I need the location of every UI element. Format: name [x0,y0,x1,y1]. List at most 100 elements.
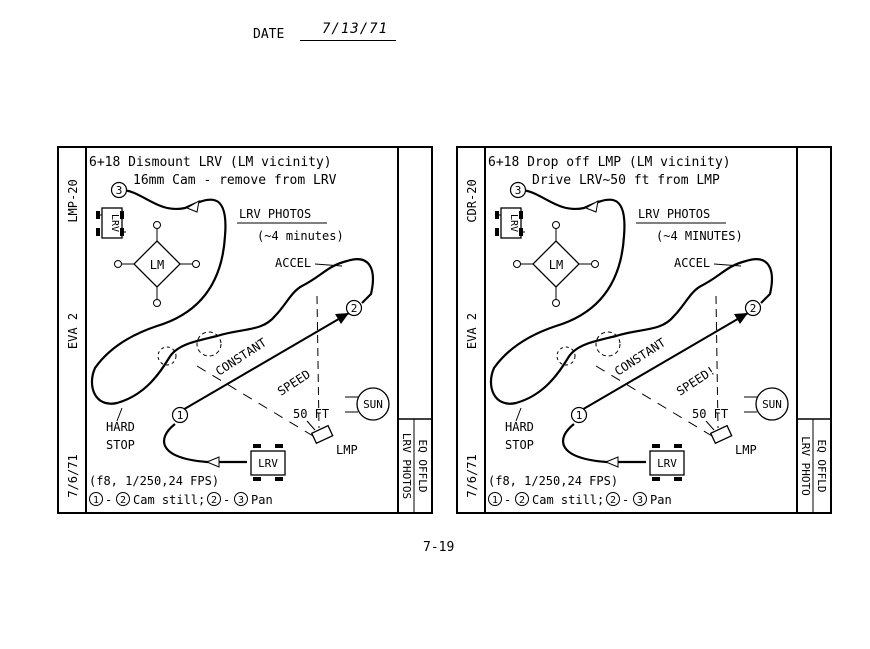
lrv-icon-label: LRV [109,214,120,232]
sequence-number: 2 [211,495,217,506]
lrv-icon-label: LRV [508,214,519,232]
lm-footpad [513,260,521,268]
dashed-marker [556,346,576,366]
lm-footpad [591,260,599,268]
sequence-number-circle [488,492,502,506]
date-value: 7/13/71 [322,21,389,37]
lm-label: LM [150,258,164,272]
hard-stop-label: HARD [106,420,135,434]
revision-date: 7/6/71 [465,454,479,497]
side-tab-eq-offld: EQ OFFLD [416,440,429,493]
constant-speed-line [579,312,749,412]
sequence-text: Pan [251,493,273,507]
sight-line [595,365,713,437]
point-1: 1 [177,409,184,422]
lm-footpad [552,299,560,307]
duration-label: (~4 minutes) [257,229,344,243]
arrow-icon [734,313,748,324]
diagram-heading: LRV PHOTOS [638,207,710,221]
sequence-number: 2 [120,495,126,506]
lrv-wheel [275,477,283,481]
lrv-wheel [674,444,682,448]
camera-settings: (f8, 1/250,24 FPS) [488,474,618,488]
sequence-number: 1 [93,495,99,506]
sight-line [715,295,719,429]
lrv-track-start [561,423,646,464]
lrv-wheel [275,444,283,448]
lm-icon: LM [114,221,200,307]
lrv-track-loop [489,188,774,405]
lrv-track-start [162,423,247,464]
lrv-wheel [253,444,261,448]
lmp-label: LMP [336,443,358,457]
lm-footpad [552,221,560,229]
point-2: 2 [750,302,757,315]
date-label: DATE [253,27,285,42]
lrv-wheel [96,228,100,236]
sun-label: SUN [363,398,383,411]
hard-stop-pointer [116,407,123,422]
hard-stop-label: STOP [106,438,135,452]
sequence-number-circle [89,492,103,506]
sight-line [196,365,314,437]
camera-icon [310,424,334,445]
sequence-number-circle [515,492,529,506]
distance-label: 50 FT [692,407,728,421]
sequence-number: 1 [492,495,498,506]
sequence-number: 2 [519,495,525,506]
title-line-1: 6+18 Drop off LMP (LM vicinity) [488,155,731,170]
lrv-track-loop [90,188,375,405]
sequence-number-circle [633,492,647,506]
lm-footpad [192,260,200,268]
arrow-icon [604,456,619,468]
hard-stop-label: STOP [505,438,534,452]
arrow-icon [335,313,349,324]
lrv-parked-icon: LRV [96,207,126,239]
sequence-number-circle [207,492,221,506]
point-3-circle [110,181,128,199]
accel-pointer [713,263,742,267]
sequence-text: - [105,493,112,507]
sight-line [316,295,320,429]
crew-tag: CDR-20 [465,179,479,222]
lrv-label: LRV [258,457,278,470]
point-1: 1 [576,409,583,422]
lrv-wheel [519,211,523,219]
lrv-parked-icon: LRV [495,207,525,239]
sequence-text: - [622,493,629,507]
lm-footpad [153,221,161,229]
lrv-moving-icon: LRV [649,444,685,481]
distance-label: 50 FT [293,407,329,421]
sun-label: SUN [762,398,782,411]
diagram-heading: LRV PHOTOS [239,207,311,221]
lm-footpad [153,299,161,307]
accel-label: ACCEL [275,256,311,270]
sequence-number-circle [234,492,248,506]
lmp-label: LMP [735,443,757,457]
point-1-circle [570,406,588,424]
point-2-circle [345,299,363,317]
lrv-body [101,207,123,239]
side-tab-lrv-photos: LRV PHOTOS [400,433,413,499]
date-underline [300,40,396,41]
revision-date: 7/6/71 [66,454,80,497]
constant-speed-line [180,312,350,412]
accel-label: ACCEL [674,256,710,270]
sequence-text: Cam still; [133,493,205,507]
lrv-body [500,207,522,239]
hard-stop-pointer [515,407,522,422]
point-3-circle [509,181,527,199]
sequence-number: 3 [238,495,244,506]
lrv-label: LRV [657,457,677,470]
title-line-2: Drive LRV~50 ft from LMP [532,173,720,188]
lrv-wheel [652,444,660,448]
sun-icon [755,387,789,421]
lm-footpad [114,260,122,268]
sequence-text: - [504,493,511,507]
sequence-number: 3 [637,495,643,506]
crew-tag: LMP-20 [66,179,80,222]
side-tab-lrv-photos: LRV PHOTO [799,436,812,496]
